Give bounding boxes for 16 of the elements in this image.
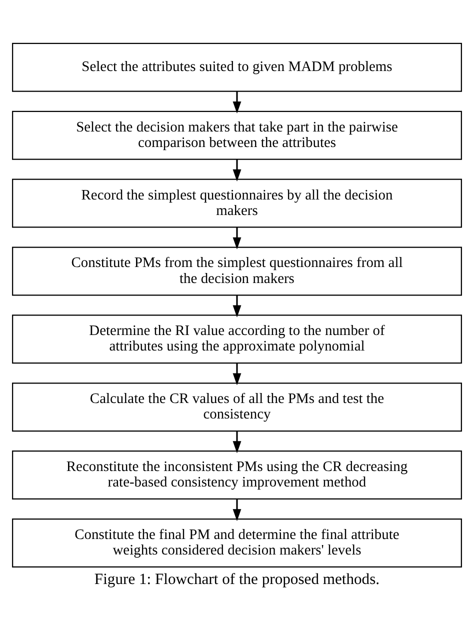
node-box: Record the simplest questionnaires by all the decision makers [12,178,462,228]
node-box: Select the attributes suited to given MADM problems [12,42,462,92]
arrow [232,430,242,453]
node-box: Calculate the CR values of all the PMs and test the consistency [12,382,462,432]
caption: Figure 1: Flowchart of the proposed methods. [94,570,380,588]
node-box: Select the decision makers that take part in the pairwise comparison between the attributes [12,110,462,160]
node-box: Constitute the final PM and determine the final attribute weights considered decision makers' levels [12,518,462,567]
node-box: Determine the RI value according to the number of attributes using the approximate polynomial [12,314,462,364]
arrow [232,362,242,385]
node-box: Reconstitute the inconsistent PMs using the CR decreasing rate-based consistency improvement method [12,450,462,500]
arrow [232,158,242,181]
arrow [232,498,242,521]
arrow [232,226,242,249]
arrow [232,91,242,114]
node-box: Constitute PMs from the simplest questionnaires from all the decision makers [12,246,462,296]
arrow [232,294,242,317]
